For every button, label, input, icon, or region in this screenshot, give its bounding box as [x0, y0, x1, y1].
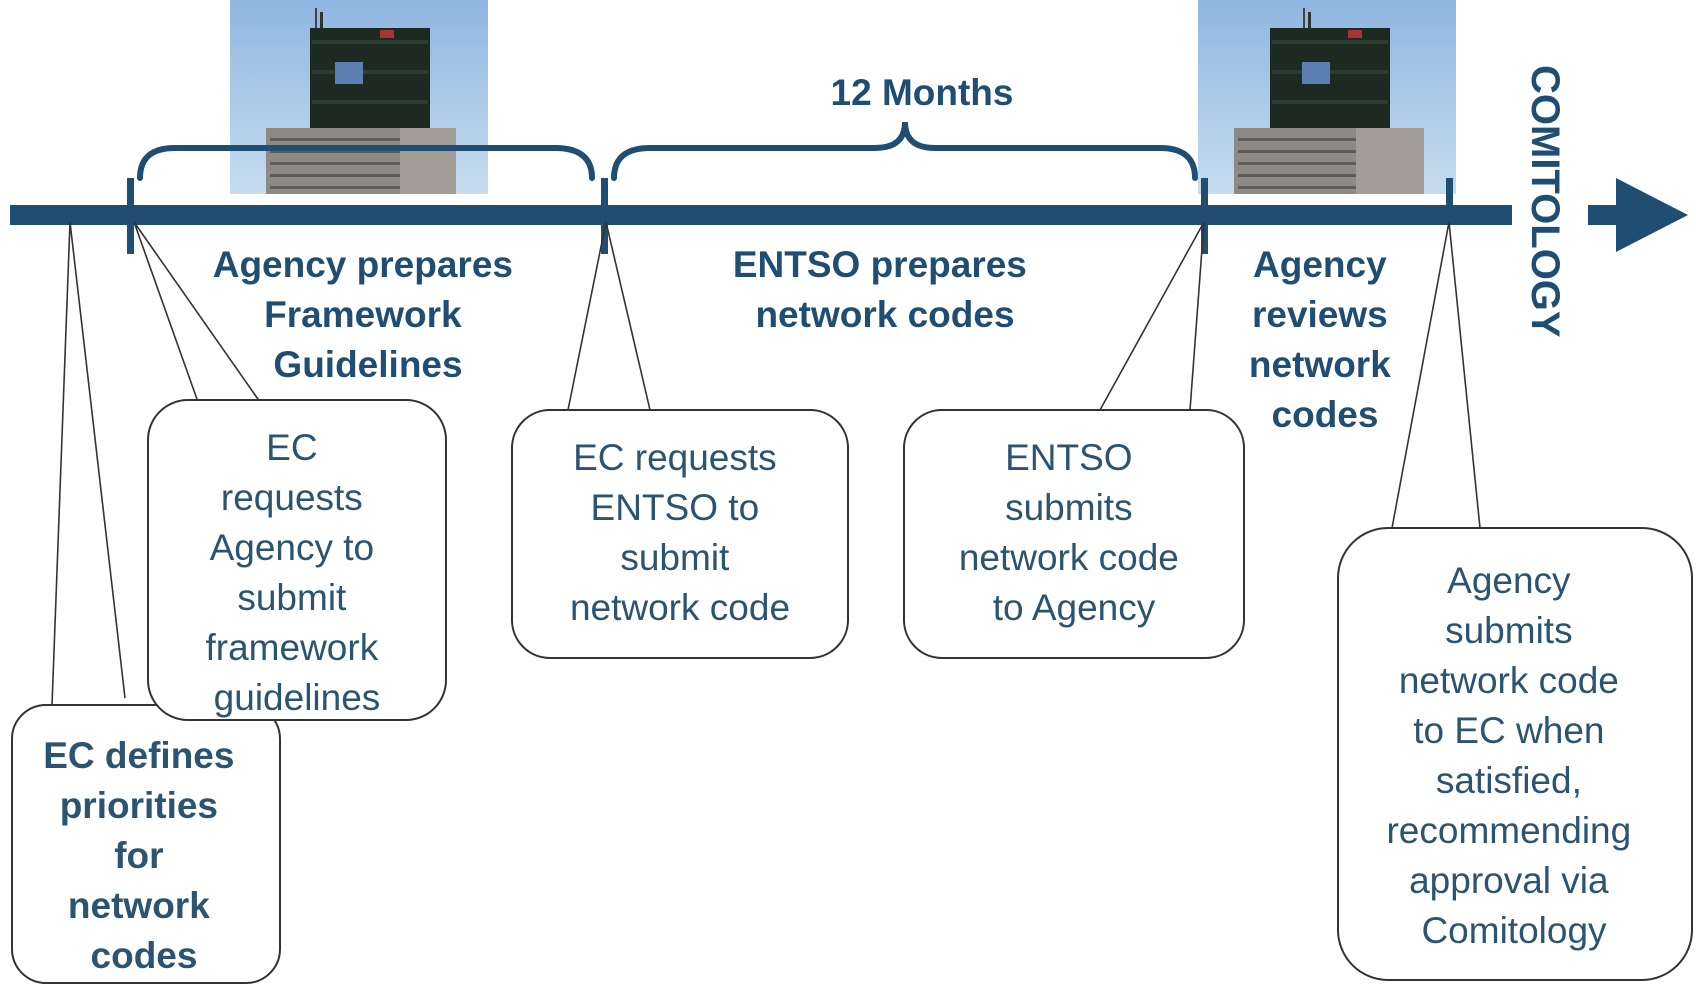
building-photo-left: [230, 0, 488, 194]
building-photo-right: [1198, 0, 1456, 194]
leader-ec-defines: [51, 221, 126, 706]
brace-left: [137, 145, 595, 181]
callout-ec-requests-entso: EC requests ENTSO to submit network code: [511, 409, 849, 659]
svg-text:Agency submits net: Agency submits network code to EC when s…: [1386, 560, 1641, 951]
svg-text:EC requests ENTSO to: EC requests ENTSO to submit network code: [570, 437, 790, 628]
leader-ec-requests-agency: [133, 221, 261, 403]
phase-agency-reviews: Agency reviews network codes: [1249, 244, 1401, 435]
tick-agency-submits: [1446, 178, 1453, 224]
brace-12-months: [611, 121, 1198, 181]
callout-agency-submits: Agency submits network code to EC when s…: [1337, 527, 1693, 981]
duration-label: 12 Months: [831, 72, 1014, 113]
comitology-label: COMITOLOGY: [1523, 65, 1567, 338]
timeline-bar: [10, 178, 1688, 252]
svg-text:EC requests Agency: EC requests Agency to submit framework g…: [206, 427, 389, 718]
tick-framework-request: [127, 178, 134, 254]
tick-network-request: [601, 178, 608, 254]
callout-entso-submits: ENTSO submits network code to Agency: [903, 409, 1245, 659]
timeline-ticks: [127, 178, 1453, 254]
callout-ec-defines: EC defines priorities for network codes: [11, 704, 281, 984]
callout-leaders: [51, 221, 1481, 706]
phase-entso-prepares: ENTSO prepares network codes: [733, 244, 1037, 335]
svg-text:ENTSO submits netw: ENTSO submits network code to Agency: [959, 437, 1189, 628]
callout-ec-requests-agency: EC requests Agency to submit framework g…: [147, 399, 447, 721]
leader-agency-submits: [1391, 221, 1481, 529]
leader-entso-submits: [1099, 221, 1205, 411]
braces-group: [137, 121, 1198, 181]
svg-text:EC defines priorities: EC defines priorities for network codes: [43, 735, 245, 976]
tick-entso-submits: [1201, 178, 1208, 254]
phase-agency-prepares: Agency prepares Framework Guidelines: [213, 244, 524, 385]
leader-ec-requests-entso: [567, 221, 651, 411]
